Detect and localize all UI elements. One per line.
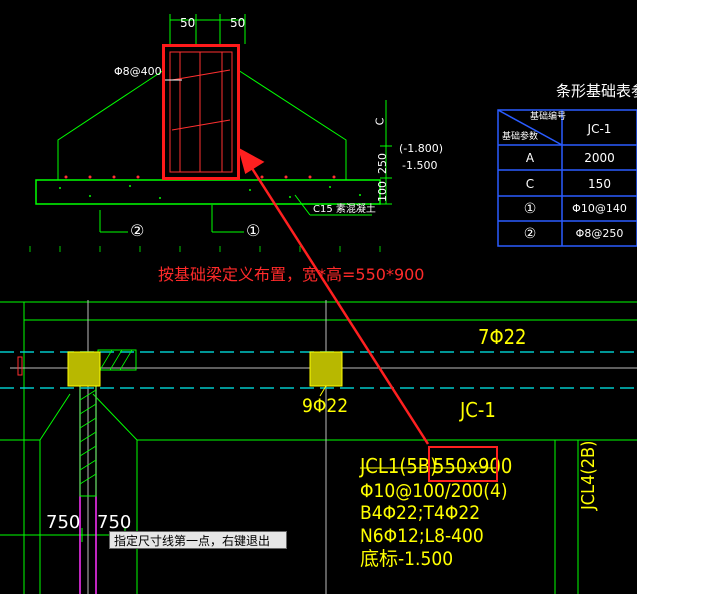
rebar-label: Φ8@400 xyxy=(114,65,162,78)
table-title: 条形基础表参数 xyxy=(556,82,662,100)
param-table-grid xyxy=(497,109,637,247)
beam-label-prefix: JCL1(5B) xyxy=(360,454,438,478)
instruction-annotation: 按基础梁定义布置，宽*高=550*900 xyxy=(158,265,425,284)
table-header-bottom: 基础参数 xyxy=(502,132,539,142)
cad-drawing-canvas[interactable]: 50 50 Φ8@400 C 250 100 (-1.800) -1.500 C… xyxy=(0,0,661,594)
elev-label-1: (-1.800) xyxy=(399,142,444,155)
drawing-linework xyxy=(0,14,637,594)
dim-top-right: 50 xyxy=(230,16,246,30)
dim-100: 100 xyxy=(376,181,389,202)
beam-dashed-lines xyxy=(0,351,637,389)
dim-c: C xyxy=(373,117,387,126)
beam-size-highlight xyxy=(428,446,498,482)
concrete-pad xyxy=(35,179,381,205)
column-1 xyxy=(67,351,101,387)
callout-2: ② xyxy=(130,221,145,240)
side-bars-label: N6Φ12;L8-400 xyxy=(360,525,484,547)
right-beam-label: JCL4(2B) xyxy=(578,440,599,510)
jc-label: JC-1 xyxy=(460,398,496,422)
command-prompt-tooltip: 指定尺寸线第一点，右键退出 xyxy=(109,531,287,549)
dim-top-left: 50 xyxy=(180,16,196,30)
stirrup-label: Φ10@100/200(4) xyxy=(360,480,508,502)
concrete-label: C15 素混凝土 xyxy=(313,204,376,215)
table-row-value: Φ10@140 xyxy=(572,202,627,215)
table-row-param: ① xyxy=(523,201,537,217)
dim-750-a: 750 xyxy=(46,512,81,533)
annotation-arrow xyxy=(238,147,430,445)
elev-label-2: -1.500 xyxy=(402,159,438,172)
beam-size-label: 550x900 xyxy=(433,454,513,478)
column-2 xyxy=(309,351,343,387)
footing-slope-right xyxy=(237,69,347,180)
table-row-param: C xyxy=(525,177,535,191)
table-row-value: 2000 xyxy=(584,151,615,165)
dim-750-b: 750 xyxy=(97,512,132,533)
main-bars-label: B4Φ22;T4Φ22 xyxy=(360,502,481,524)
bottom-elev-label: 底标-1.500 xyxy=(360,548,454,570)
plan-outline xyxy=(0,301,637,594)
column-section-highlight xyxy=(162,44,240,180)
table-row-param: ② xyxy=(523,226,537,242)
table-row-param: A xyxy=(525,151,535,165)
table-header-top: 基础编号 xyxy=(530,112,567,122)
top-rebar-label: 7Φ22 xyxy=(478,325,527,349)
footing-slope-left xyxy=(57,69,165,180)
col-rebar-label: 9Φ22 xyxy=(302,395,349,417)
table-header-col: JC-1 xyxy=(587,122,612,136)
table-row-value: Φ8@250 xyxy=(575,227,624,240)
callout-1: ① xyxy=(246,221,261,240)
table-row-value: 150 xyxy=(588,177,611,191)
dim-250: 250 xyxy=(376,153,389,174)
